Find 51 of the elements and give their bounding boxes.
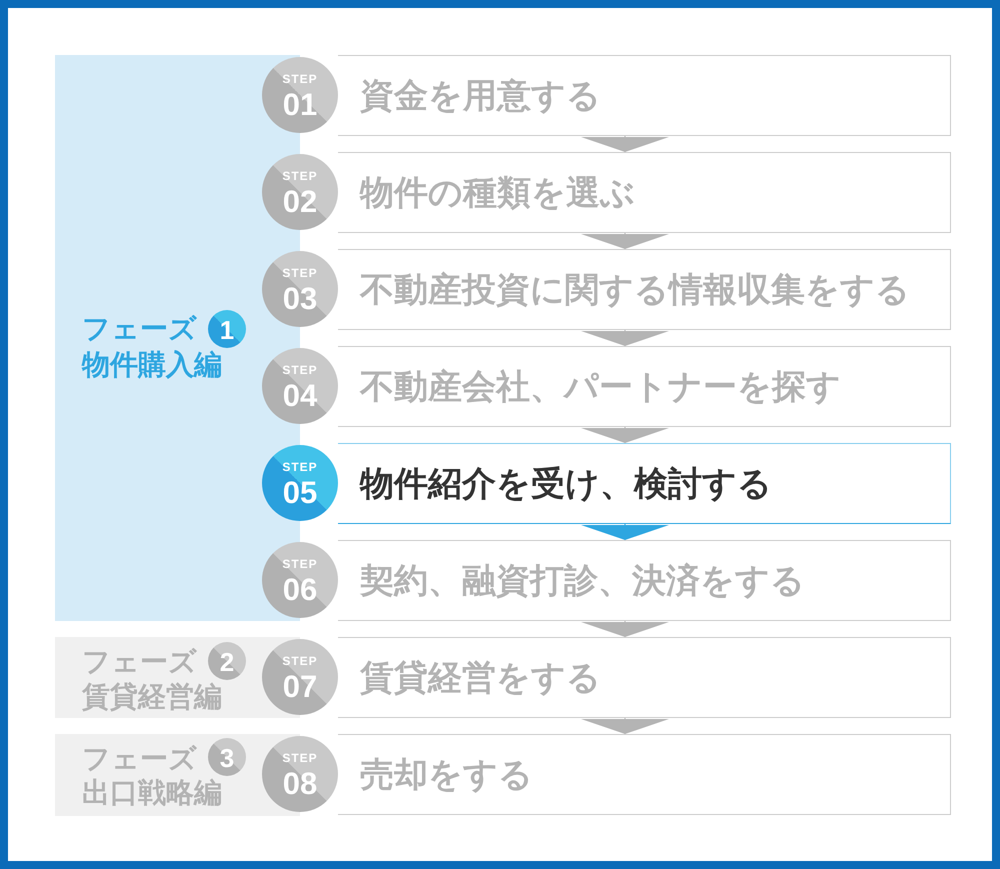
step-number: 08 — [282, 768, 318, 798]
arrow — [581, 718, 669, 734]
phase-number: 3 — [218, 744, 236, 770]
step-box — [338, 346, 951, 427]
step-title: 不動産投資に関する情報収集をする — [360, 270, 910, 310]
step-box — [338, 55, 951, 136]
phase-number: 1 — [218, 316, 236, 342]
step-label: STEP — [281, 654, 319, 666]
step-title: 物件紹介を受け、検討する — [360, 464, 772, 504]
step-box — [338, 443, 951, 524]
step-number: 01 — [282, 88, 318, 120]
step-box — [338, 540, 951, 621]
number-badge — [208, 738, 246, 776]
step-label: STEP — [281, 170, 319, 182]
step-number: 04 — [282, 380, 318, 410]
arrow — [581, 330, 669, 346]
arrow — [581, 136, 669, 152]
number-badge — [208, 310, 246, 348]
step-label: STEP — [281, 266, 319, 278]
step-title: 賃貸経営をする — [360, 658, 601, 698]
phase-name: 出口戦略編 — [82, 776, 222, 810]
step-label: STEP — [281, 558, 319, 570]
arrow — [581, 620, 669, 638]
step-number: 03 — [282, 282, 318, 314]
step-number: 07 — [282, 670, 318, 702]
step-box — [338, 734, 951, 815]
step-label: STEP — [281, 460, 319, 472]
phase-name: 物件購入編 — [82, 348, 222, 382]
step-box — [338, 152, 951, 233]
step-title: 不動産会社、パートナーを探す — [360, 366, 841, 408]
arrow — [581, 426, 669, 444]
phase-name: 賃貸経営編 — [82, 680, 222, 714]
phase-number: 2 — [218, 648, 236, 674]
step-title: 売却をする — [360, 754, 533, 796]
step-number: 02 — [282, 186, 318, 216]
phase-label: フェーズ — [82, 312, 197, 346]
step-label: STEP — [281, 364, 319, 376]
step-title: 契約、融資打診、決済をする — [360, 560, 805, 602]
step-title: 物件の種類を選ぶ — [360, 172, 635, 214]
step-label: STEP — [281, 72, 319, 84]
step-box — [338, 637, 951, 718]
arrow — [581, 232, 669, 250]
step-number: 05 — [282, 476, 318, 508]
step-box — [338, 249, 951, 330]
step-title: 資金を用意する — [360, 76, 601, 116]
phase-label: フェーズ — [82, 645, 197, 679]
phase-label: フェーズ — [82, 742, 197, 776]
step-label: STEP — [281, 752, 319, 764]
number-badge — [208, 642, 246, 680]
arrow — [581, 524, 669, 540]
step-number: 06 — [282, 574, 318, 604]
